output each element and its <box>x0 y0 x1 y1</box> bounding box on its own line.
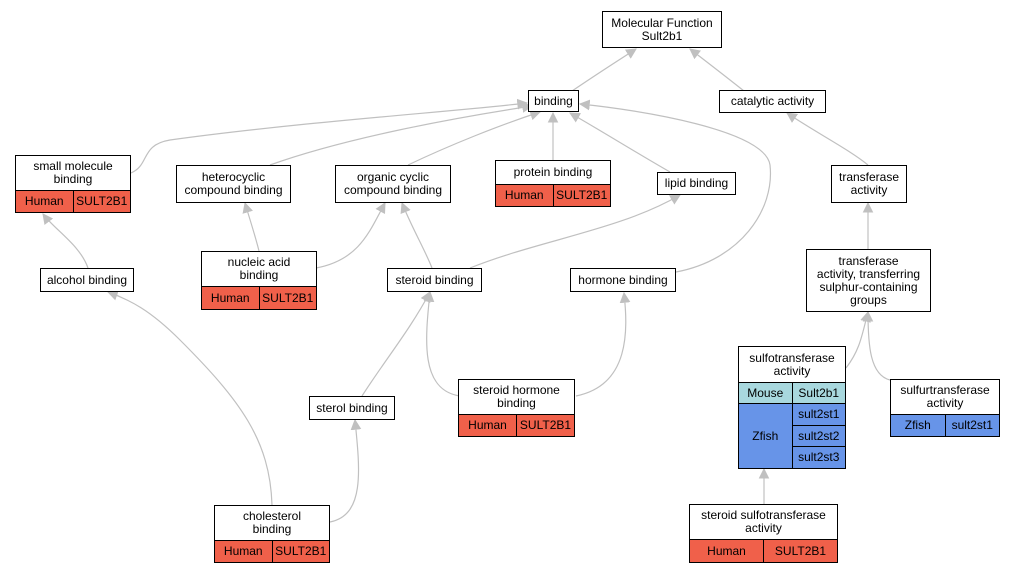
gene-cell: SULT2B1 <box>258 287 317 309</box>
node-label: nucleic acid binding <box>227 255 291 283</box>
species-cell: Mouse <box>747 385 784 400</box>
node-label: Molecular Function Sult2b1 <box>611 15 713 43</box>
gene-row-human: Human SULT2B1 <box>215 540 329 562</box>
node-label: transferase activity <box>838 170 900 197</box>
node-protein-binding[interactable]: protein binding Human SULT2B1 <box>495 160 611 207</box>
node-sulfurtransferase-activity[interactable]: sulfurtransferase activity Zfish sult2st… <box>890 379 1000 437</box>
node-label: heterocyclic compound binding <box>184 170 283 197</box>
species-cell: Human <box>504 188 544 203</box>
species-cell: Human <box>24 194 64 209</box>
edge-lipid-to-binding <box>569 112 671 173</box>
gene-row-human: Human SULT2B1 <box>16 190 130 212</box>
edge-alcohol-to-small-molecule <box>42 213 89 269</box>
node-label: steroid sulfotransferase activity <box>701 508 826 536</box>
species-cell: Human <box>223 544 263 559</box>
gene-cell: sult2st1 <box>798 406 840 421</box>
gene-row-human: Human SULT2B1 <box>459 414 574 436</box>
edge-steroid-to-organic-cyclic <box>400 201 433 269</box>
node-heterocyclic-compound-binding[interactable]: heterocyclic compound binding <box>176 165 291 203</box>
species-cell: Zfish <box>752 428 779 443</box>
gene-row-human: Human SULT2B1 <box>202 286 316 309</box>
gene-row-zfish: Zfish sult2st1 sult2st2 sult2st3 <box>739 403 845 468</box>
node-steroid-hormone-binding[interactable]: steroid hormone binding Human SULT2B1 <box>458 379 575 437</box>
species-cell: Human <box>468 418 507 433</box>
edge-steroid-to-lipid <box>469 194 681 269</box>
edge-transferase-to-catalytic <box>786 112 869 166</box>
gene-cell: SULT2B1 <box>516 415 574 436</box>
gene-cell: SULT2B1 <box>552 185 611 206</box>
gene-cell: SULT2B1 <box>72 191 131 212</box>
edge-cholesterol-to-alcohol <box>106 290 273 506</box>
node-label: organic cyclic compound binding <box>343 170 443 197</box>
node-molecular-function-sult2b1[interactable]: Molecular Function Sult2b1 <box>602 11 722 48</box>
edge-sterol-to-steroid <box>361 291 431 397</box>
edge-cholesterol-to-sterol <box>329 418 362 523</box>
edge-nucleic-to-organic-cyclic <box>315 202 386 269</box>
gene-row-human: Human SULT2B1 <box>690 539 837 562</box>
gene-row-mouse: Mouse Sult2b1 <box>739 382 845 403</box>
node-label: lipid binding <box>664 176 729 190</box>
node-steroid-binding[interactable]: steroid binding <box>387 268 482 292</box>
node-label: transferase activity, transferring sulph… <box>816 253 921 307</box>
node-alcohol-binding[interactable]: alcohol binding <box>40 268 134 292</box>
node-label: cholesterol binding <box>242 509 302 537</box>
node-nucleic-acid-binding[interactable]: nucleic acid binding Human SULT2B1 <box>201 251 317 310</box>
gene-cell: sult2st3 <box>792 446 845 468</box>
edge-steroid-hormone-to-steroid <box>423 290 461 397</box>
node-transferase-activity[interactable]: transferase activity <box>831 165 907 203</box>
gene-cell: sult2st2 <box>792 424 845 447</box>
edge-organic-cyclic-to-binding <box>407 109 542 166</box>
node-cholesterol-binding[interactable]: cholesterol binding Human SULT2B1 <box>214 505 330 563</box>
node-label: hormone binding <box>578 272 668 287</box>
edge-sulfurtransferase-to-transfer-sulphur <box>862 310 891 381</box>
gene-row-human: Human SULT2B1 <box>496 184 610 206</box>
edge-binding-to-root <box>571 48 637 92</box>
edge-sulfotransferase-to-transfer-sulphur <box>845 310 871 369</box>
node-label: binding <box>534 93 573 108</box>
node-label: sterol binding <box>316 400 388 415</box>
species-cell: Human <box>210 290 250 305</box>
node-binding[interactable]: binding <box>528 90 579 112</box>
gene-cell: SULT2B1 <box>271 541 330 562</box>
node-sterol-binding[interactable]: sterol binding <box>309 396 395 420</box>
node-lipid-binding[interactable]: lipid binding <box>657 172 736 195</box>
edge-heterocyclic-to-binding <box>269 102 534 166</box>
edge-nucleic-to-heterocyclic <box>242 201 260 252</box>
edge-small-molecule-to-binding <box>130 98 529 174</box>
node-transferase-transferring-sulphur-groups[interactable]: transferase activity, transferring sulph… <box>806 249 931 312</box>
gene-row-zfish: Zfish sult2st1 <box>891 414 999 436</box>
gene-cell: Sult2b1 <box>791 383 846 403</box>
edge-catalytic-to-root <box>689 48 745 92</box>
node-small-molecule-binding[interactable]: small molecule binding Human SULT2B1 <box>15 155 131 213</box>
node-label: sulfurtransferase activity <box>900 383 990 411</box>
node-label: catalytic activity <box>730 94 815 108</box>
node-hormone-binding[interactable]: hormone binding <box>570 268 676 292</box>
node-catalytic-activity[interactable]: catalytic activity <box>719 90 826 113</box>
node-label: small molecule binding <box>33 159 113 187</box>
edge-steroid-hormone-to-hormone <box>575 291 631 397</box>
species-cell: Human <box>707 543 746 558</box>
species-cell: Zfish <box>904 418 931 433</box>
node-label: steroid binding <box>395 272 474 287</box>
gene-cell: SULT2B1 <box>763 540 837 562</box>
node-label: steroid hormone binding <box>473 383 560 411</box>
node-label: protein binding <box>513 165 593 180</box>
node-label: alcohol binding <box>46 272 128 287</box>
node-sulfotransferase-activity[interactable]: sulfotransferase activity Mouse Sult2b1 … <box>738 346 846 469</box>
node-label: sulfotransferase activity <box>749 350 835 378</box>
gene-list: sult2st1 sult2st2 sult2st3 <box>791 404 845 468</box>
gene-cell: sult2st1 <box>944 415 1000 436</box>
node-organic-cyclic-compound-binding[interactable]: organic cyclic compound binding <box>335 165 451 203</box>
edge-hormone-to-binding <box>578 99 772 273</box>
node-steroid-sulfotransferase-activity[interactable]: steroid sulfotransferase activity Human … <box>689 504 838 563</box>
